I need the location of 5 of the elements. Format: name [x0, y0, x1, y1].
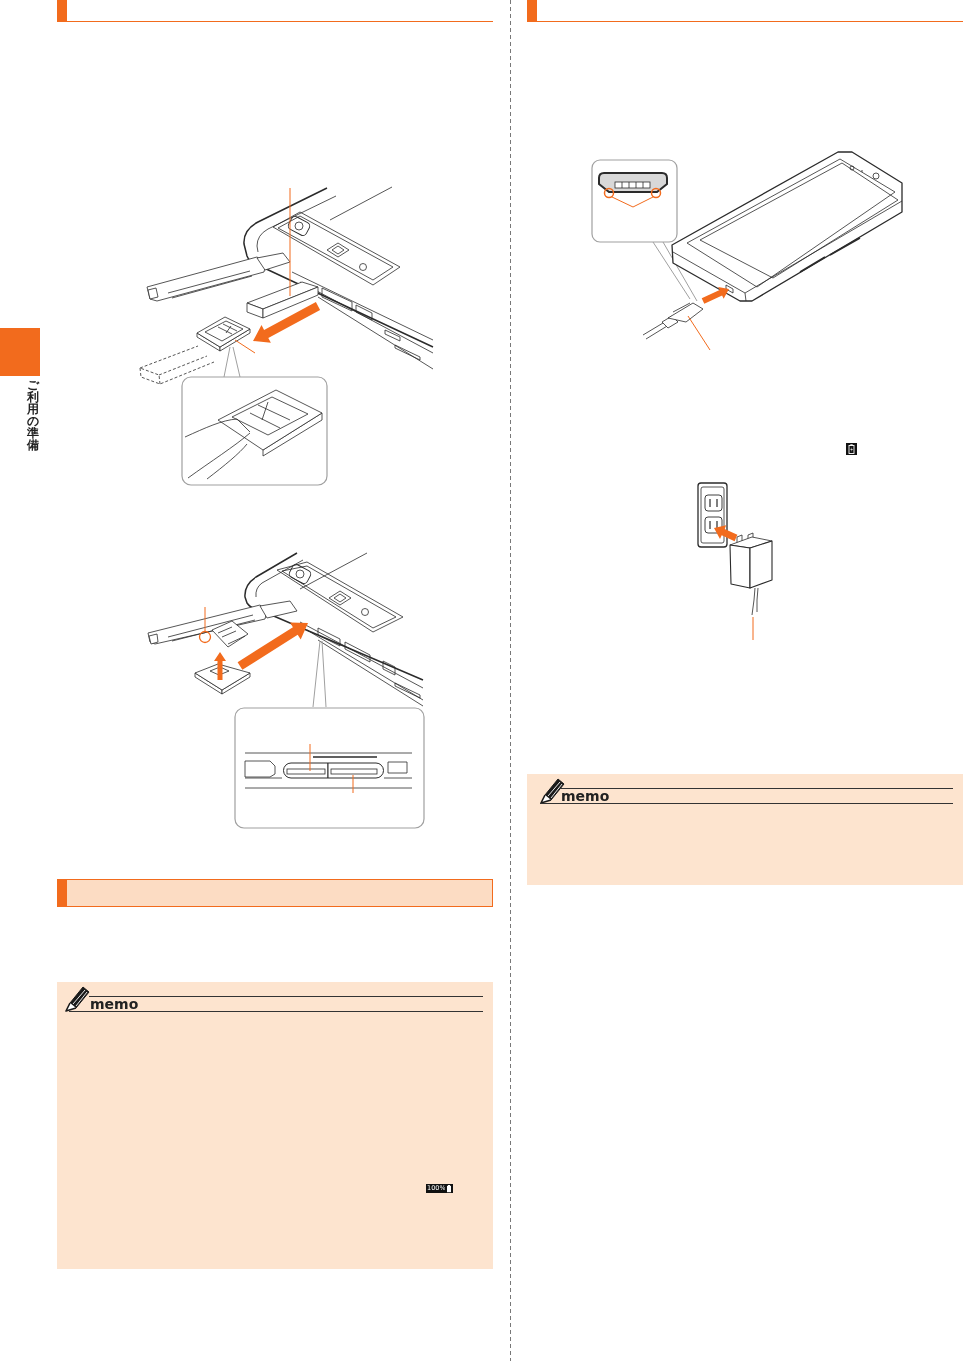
memo-heading: memo — [90, 998, 139, 1010]
memo-heading: memo — [561, 790, 610, 802]
memo-box — [527, 774, 963, 885]
side-tab-label: ご利用の準備 — [26, 379, 39, 451]
memo-box — [57, 982, 493, 1269]
